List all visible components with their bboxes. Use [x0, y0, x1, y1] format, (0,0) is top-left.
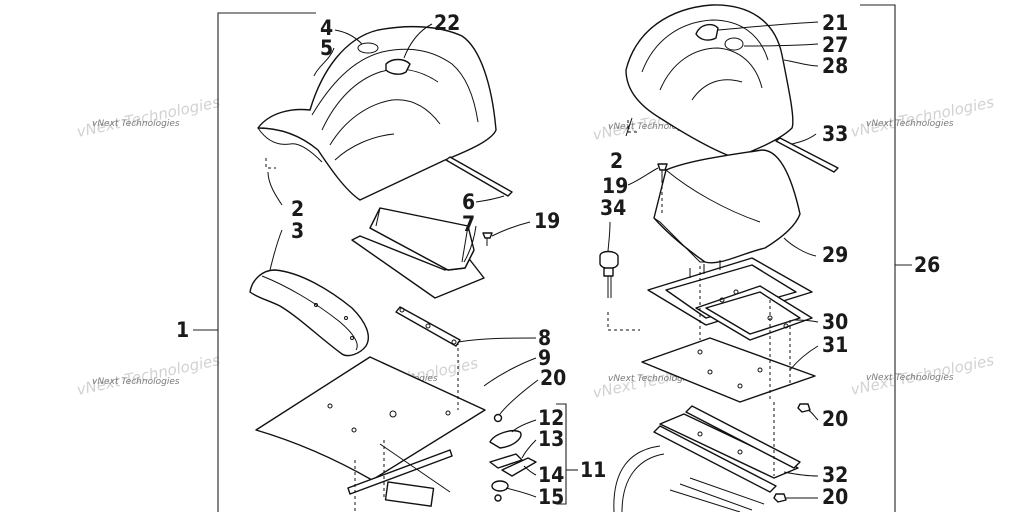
callout-6: 6	[462, 190, 475, 214]
callout-8: 8	[538, 326, 551, 350]
callout-33: 33	[822, 122, 848, 146]
callout-2: 2	[291, 197, 304, 221]
gasket-frame	[647, 257, 813, 326]
seat-foam	[653, 149, 801, 264]
callout-19-left: 19	[534, 209, 560, 233]
nut-20-lower	[773, 493, 787, 503]
callout-3: 3	[291, 219, 304, 243]
callout-11: 11	[580, 458, 606, 482]
callout-31: 31	[822, 333, 848, 357]
callout-7: 7	[462, 212, 475, 236]
assembly-bracket-left	[193, 12, 316, 512]
callout-30: 30	[822, 310, 848, 334]
watermark-shadow: vNext Technologies	[75, 93, 222, 141]
callout-5: 5	[320, 36, 333, 60]
callouts: 1 2 3 4 5 6 7 8 9 20 12 13 14 15 11 19 2…	[176, 11, 940, 509]
hinge-frame	[695, 285, 813, 341]
bracket-bar	[395, 306, 461, 347]
watermark-shadow: vNext Technologies	[849, 93, 996, 141]
watermark: vNext Technologies	[866, 119, 954, 129]
base-plate	[255, 356, 486, 507]
knob-bolt	[599, 250, 640, 331]
hardware-bracket-11	[556, 403, 578, 505]
callout-15: 15	[538, 485, 564, 509]
callout-29: 29	[822, 243, 848, 267]
callout-1: 1	[176, 318, 189, 342]
callout-21: 21	[822, 11, 848, 35]
seat-emblem-22	[385, 58, 411, 75]
callout-26: 26	[914, 253, 940, 277]
latch-hardware	[489, 413, 537, 502]
callout-28: 28	[822, 54, 848, 78]
seat-cover	[257, 25, 497, 201]
leader-lines	[267, 21, 819, 499]
callout-4: 4	[320, 16, 333, 40]
strap	[775, 137, 839, 173]
watermark: vNext Technologies	[608, 122, 696, 132]
watermark: vNext Technologies	[866, 373, 954, 383]
watermark: vNext Technologies	[608, 374, 696, 384]
watermark: vNext Technologies	[92, 377, 180, 387]
callout-22: 22	[434, 11, 460, 35]
callout-20-right-lower: 20	[822, 485, 848, 509]
callout-20-right-upper: 20	[822, 407, 848, 431]
screw-19-left	[482, 232, 493, 246]
watermark-shadow: vNext Technologies	[75, 351, 222, 399]
seat-pan	[249, 269, 370, 357]
watermark: vNext Technologies	[92, 119, 180, 129]
callout-19-right: 19	[602, 174, 628, 198]
frame-rails	[653, 405, 801, 493]
assembly-bracket-right	[860, 4, 912, 512]
callout-32: 32	[822, 463, 848, 487]
rear-rack	[613, 445, 765, 512]
seat-emblem-4	[357, 42, 379, 54]
storage-box	[351, 207, 485, 299]
callout-2-right: 2	[610, 149, 623, 173]
base-plate-right	[641, 337, 816, 403]
rear-seat-emblem-27	[724, 37, 744, 51]
callout-34: 34	[600, 196, 626, 220]
rear-seat-emblem-21	[695, 23, 719, 41]
gasket-strip	[445, 156, 513, 197]
callout-14: 14	[538, 463, 564, 487]
screw-19-right	[657, 163, 668, 216]
callout-9: 9	[538, 346, 551, 370]
rear-seat-cover	[625, 4, 794, 159]
callout-13: 13	[538, 427, 564, 451]
callout-27: 27	[822, 33, 848, 57]
callout-12: 12	[538, 406, 564, 430]
callout-20-left: 20	[540, 366, 566, 390]
watermarks: vNext Technologies vNext Technologies vN…	[75, 93, 996, 402]
nut-20-upper	[797, 403, 811, 413]
